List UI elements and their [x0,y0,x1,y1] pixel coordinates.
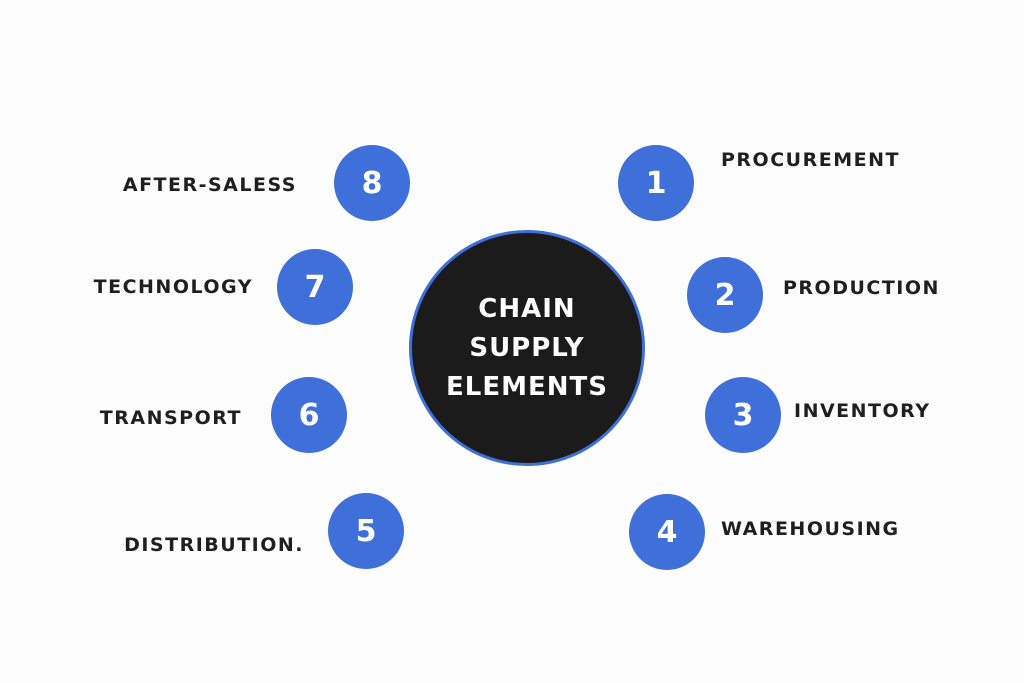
element-label-6: TRANSPORT [99,407,242,429]
element-number-8: 8 [361,165,383,201]
element-number-1: 1 [645,165,667,201]
element-number-2: 2 [714,277,736,313]
element-node-2: 2 [687,257,763,333]
element-node-3: 3 [705,377,781,453]
center-hub: CHAIN SUPPLY ELEMENTS [409,230,645,466]
element-node-6: 6 [271,377,347,453]
element-node-4: 4 [629,494,705,570]
element-node-8: 8 [334,145,410,221]
element-node-5: 5 [328,493,404,569]
element-node-1: 1 [618,145,694,221]
center-title: CHAIN SUPPLY ELEMENTS [446,293,608,402]
element-number-4: 4 [656,514,678,550]
element-label-5: DISTRIBUTION. [124,534,304,556]
element-number-6: 6 [298,397,320,433]
element-label-3: INVENTORY [794,400,931,422]
element-label-1: PROCUREMENT [721,149,900,171]
element-label-7: TECHNOLOGY [93,276,253,298]
element-label-2: PRODUCTION [783,277,940,299]
element-node-7: 7 [277,249,353,325]
element-label-4: WAREHOUSING [721,518,900,540]
element-number-5: 5 [355,513,377,549]
element-number-7: 7 [304,269,326,305]
element-label-8: AFTER-SALESS [122,174,297,196]
element-number-3: 3 [732,397,754,433]
